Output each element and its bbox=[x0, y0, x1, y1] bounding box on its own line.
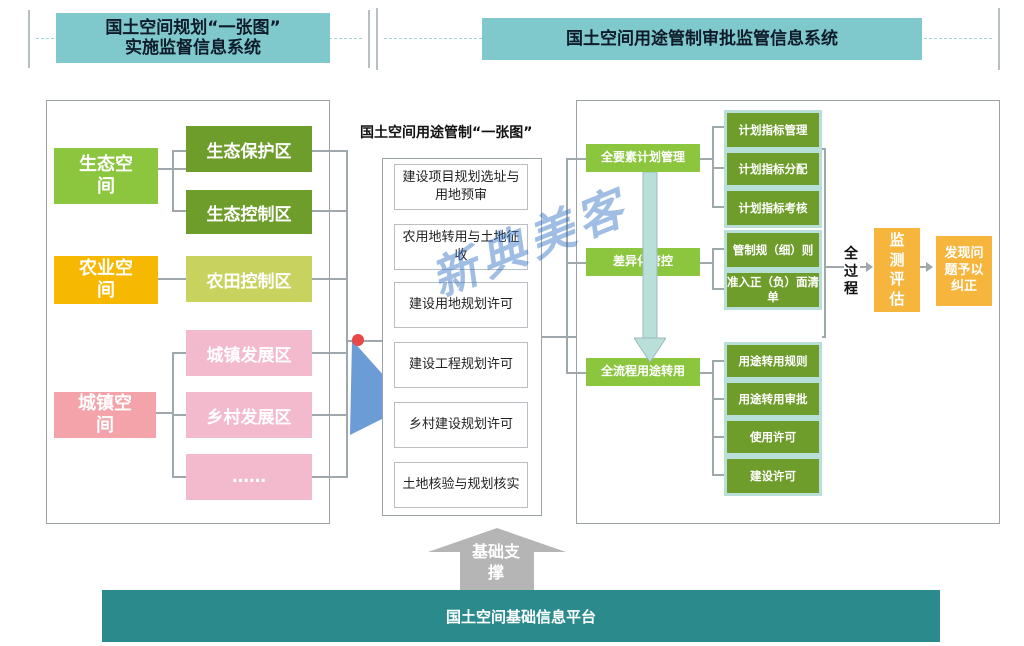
space-ecological: 生态空间 bbox=[54, 148, 158, 204]
connector bbox=[712, 288, 724, 290]
middle-item: 建设工程规划许可 bbox=[394, 342, 528, 388]
space-agricultural: 农业空间 bbox=[54, 256, 158, 304]
platform-bar: 国土空间基础信息平台 bbox=[102, 590, 940, 642]
connector bbox=[566, 262, 586, 264]
connector bbox=[712, 360, 714, 476]
space-urban: 城镇空间 bbox=[54, 392, 156, 438]
connector bbox=[566, 372, 586, 374]
zone-eco-protection: 生态保护区 bbox=[186, 126, 312, 172]
connector bbox=[822, 148, 826, 150]
connector bbox=[172, 352, 186, 354]
monitor-evaluate: 监测评估 bbox=[874, 228, 920, 312]
connector bbox=[712, 360, 724, 362]
connector bbox=[712, 248, 714, 290]
connector bbox=[712, 248, 724, 250]
connector bbox=[824, 148, 826, 336]
category-full-element-plan: 全要素计划管理 bbox=[586, 144, 700, 172]
find-and-correct: 发现问题予以纠正 bbox=[936, 236, 992, 306]
connector bbox=[712, 474, 724, 476]
flow-down-arrow bbox=[634, 172, 666, 362]
connector bbox=[712, 206, 724, 208]
connector bbox=[158, 278, 186, 280]
detail-access-list: 准入正（负）面清单 bbox=[724, 270, 822, 310]
middle-item: 建设用地规划许可 bbox=[394, 282, 528, 328]
detail-use-permit: 使用许可 bbox=[724, 418, 822, 456]
arrow-to-correct-head bbox=[926, 262, 933, 272]
arrow-to-monitor-head bbox=[866, 262, 873, 272]
detail-construction-permit: 建设许可 bbox=[724, 456, 822, 496]
detail-plan-index-management: 计划指标管理 bbox=[724, 110, 822, 150]
header-left-frame bbox=[28, 10, 370, 68]
detail-conversion-rules: 用途转用规则 bbox=[724, 342, 822, 380]
connector bbox=[172, 414, 186, 416]
support-up-arrow bbox=[428, 528, 566, 590]
connector bbox=[712, 398, 724, 400]
header-right-frame bbox=[376, 8, 1000, 70]
zone-rural-development: 乡村发展区 bbox=[186, 392, 312, 438]
zone-farmland-control: 农田控制区 bbox=[186, 256, 312, 302]
arrow-to-correct bbox=[920, 266, 928, 268]
connector bbox=[700, 262, 714, 264]
zone-eco-control: 生态控制区 bbox=[186, 190, 312, 234]
zone-urban-development: 城镇发展区 bbox=[186, 330, 312, 376]
detail-plan-index-assessment: 计划指标考核 bbox=[724, 188, 822, 228]
connector bbox=[712, 167, 724, 169]
connector bbox=[312, 278, 348, 280]
detail-plan-index-allocation: 计划指标分配 bbox=[724, 150, 822, 188]
connector bbox=[156, 412, 172, 414]
connector bbox=[712, 436, 724, 438]
middle-title: 国土空间用途管制“一张图” bbox=[360, 125, 533, 141]
detail-conversion-approval: 用途转用审批 bbox=[724, 380, 822, 418]
detail-control-rules: 管制规（细）则 bbox=[724, 230, 822, 270]
connector bbox=[312, 476, 348, 478]
middle-item: 农用地转用与土地征收 bbox=[394, 224, 528, 270]
connector bbox=[312, 150, 348, 152]
connector bbox=[566, 158, 568, 374]
middle-item: 建设项目规划选址与用地预审 bbox=[394, 164, 528, 210]
connector bbox=[172, 476, 186, 478]
process-label: 全过程 bbox=[844, 246, 858, 297]
connector bbox=[346, 150, 348, 478]
connector bbox=[712, 126, 724, 128]
connector bbox=[824, 266, 844, 268]
header-right-title: 国土空间用途管制审批监管信息系统 bbox=[482, 18, 922, 60]
middle-item: 土地核验与规划核实 bbox=[394, 462, 528, 508]
connector bbox=[172, 150, 174, 212]
middle-panel bbox=[382, 158, 542, 516]
connector bbox=[312, 210, 348, 212]
connector bbox=[542, 336, 576, 338]
connector bbox=[172, 150, 186, 152]
support-label: 基础支撑 bbox=[471, 542, 520, 582]
connector bbox=[700, 372, 714, 374]
connector bbox=[172, 210, 186, 212]
category-full-process-conversion: 全流程用途转用 bbox=[586, 358, 700, 386]
connector bbox=[312, 352, 348, 354]
middle-item: 乡村建设规划许可 bbox=[394, 402, 528, 448]
connector bbox=[346, 340, 384, 342]
connector bbox=[566, 158, 586, 160]
arrow-to-monitor bbox=[860, 266, 868, 268]
zone-more: …… bbox=[186, 454, 312, 500]
connector bbox=[700, 158, 714, 160]
connector bbox=[312, 414, 348, 416]
connector bbox=[822, 336, 826, 338]
header-left-title: 国土空间规划“一张图” 实施监督信息系统 bbox=[56, 13, 330, 63]
